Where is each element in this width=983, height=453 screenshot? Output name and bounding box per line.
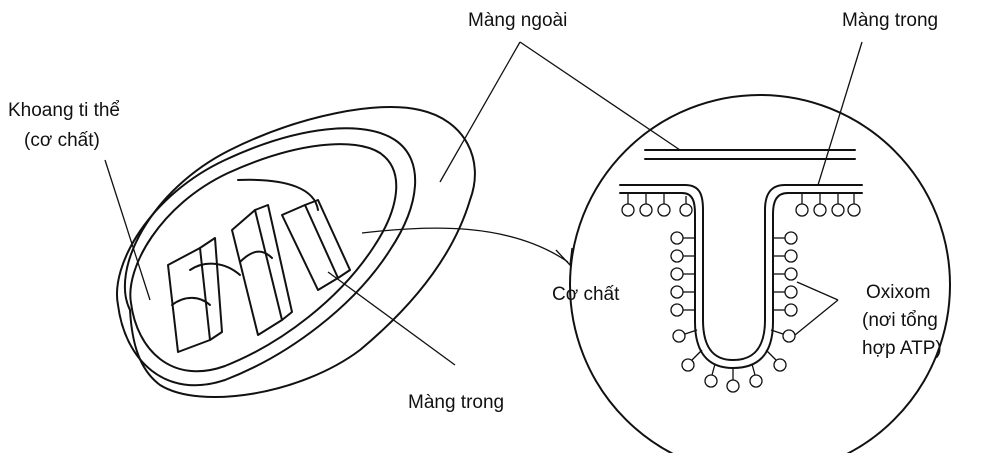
oxysome-particles xyxy=(622,194,860,392)
zoomed-membranes xyxy=(620,150,862,368)
leader-lines xyxy=(105,42,862,365)
zoom-circle xyxy=(570,95,950,453)
label-matrix-line2: (cơ chất) xyxy=(24,130,100,152)
mitochondrion xyxy=(117,107,475,397)
label-matrix-zoom: Cơ chất xyxy=(552,284,619,306)
cristae xyxy=(168,180,350,352)
label-oxysome-line3: hợp ATP) xyxy=(862,338,942,360)
label-matrix-line1: Khoang ti thể xyxy=(8,100,120,122)
label-inner-membrane-main: Màng trong xyxy=(408,392,504,414)
label-inner-membrane-zoom: Màng trong xyxy=(842,10,938,32)
label-oxysome-line1: Oxixom xyxy=(866,282,930,304)
label-outer-membrane: Màng ngoài xyxy=(468,10,567,32)
label-oxysome-line2: (nơi tổng xyxy=(862,310,938,332)
inner-membrane-outline xyxy=(130,144,396,371)
